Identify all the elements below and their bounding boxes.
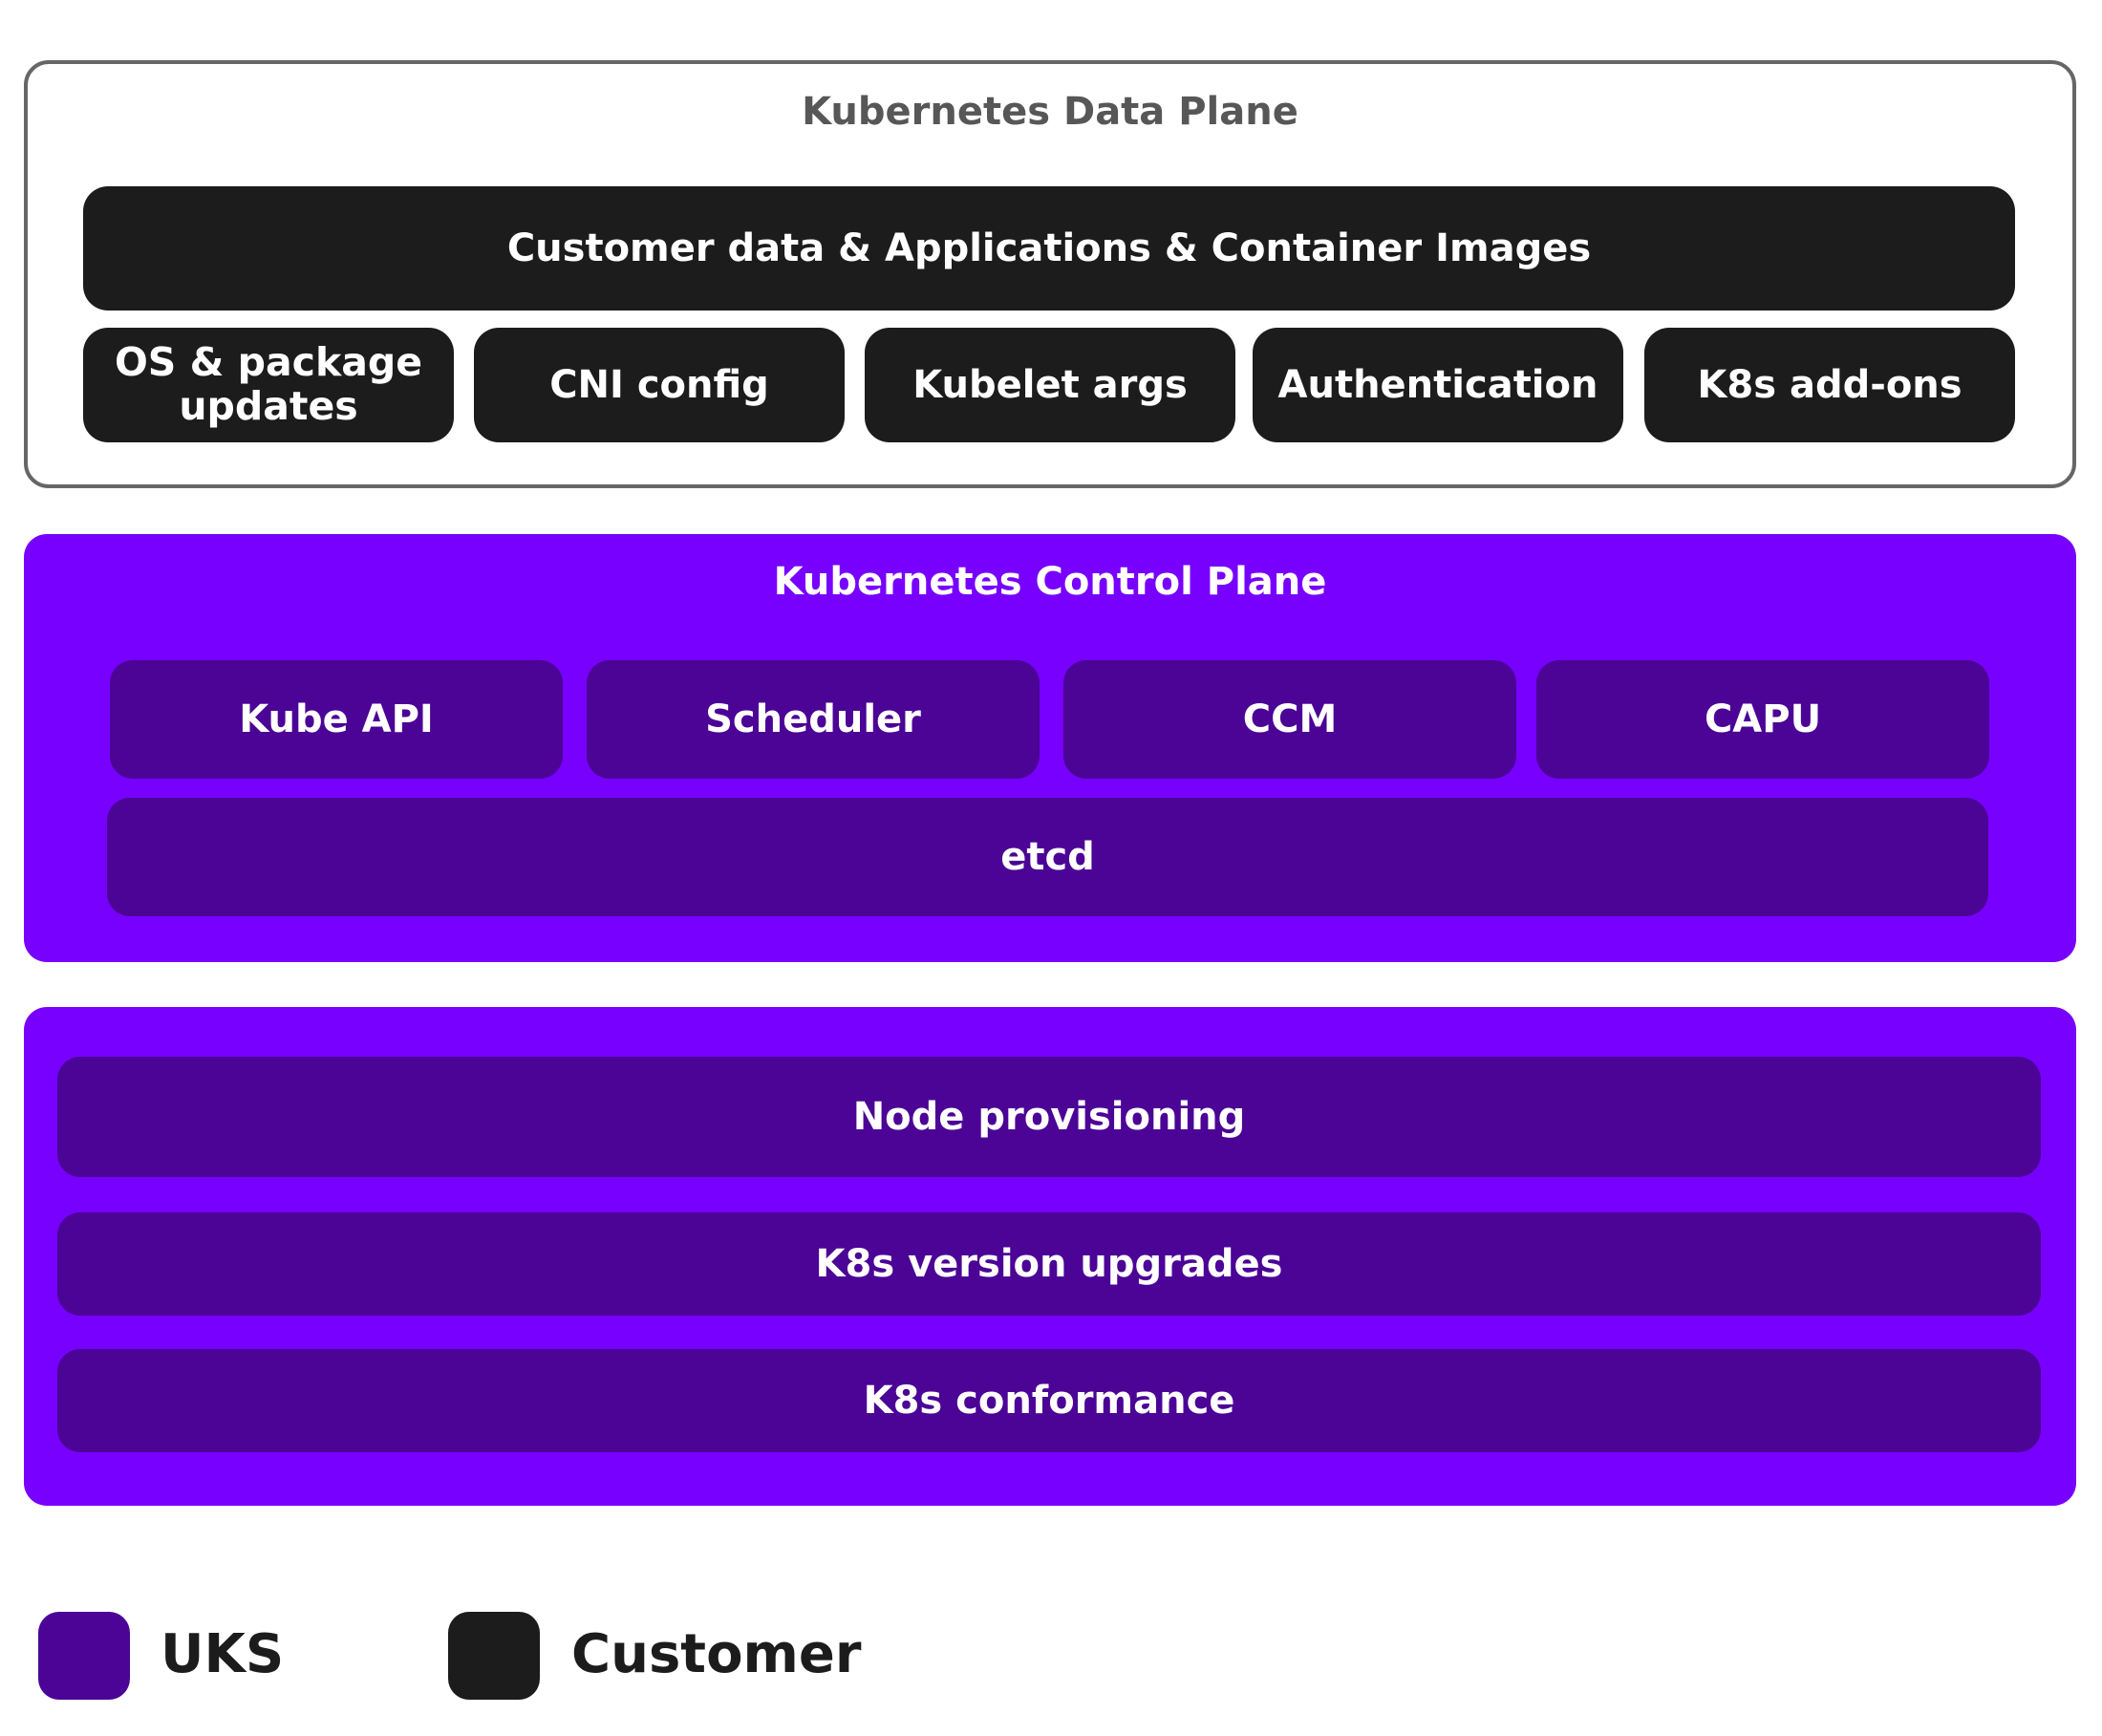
legend-uks-label: UKS <box>161 1623 285 1685</box>
control-plane-panel: Kubernetes Control Plane Kube API Schedu… <box>24 534 2076 962</box>
cni-config-box: CNI config <box>474 328 845 442</box>
node-provisioning-box: Node provisioning <box>57 1057 2041 1177</box>
operations-panel: Node provisioning K8s version upgrades K… <box>24 1007 2076 1506</box>
data-plane-title: Kubernetes Data Plane <box>802 90 1298 134</box>
os-package-updates-box: OS & package updates <box>83 328 454 442</box>
control-plane-title: Kubernetes Control Plane <box>773 560 1327 604</box>
capu-box: CAPU <box>1536 660 1989 779</box>
kube-api-box: Kube API <box>110 660 563 779</box>
kubelet-args-box: Kubelet args <box>865 328 1235 442</box>
etcd-box: etcd <box>107 798 1988 916</box>
legend-uks-swatch <box>38 1612 130 1700</box>
ccm-box: CCM <box>1063 660 1516 779</box>
k8s-addons-box: K8s add-ons <box>1644 328 2015 442</box>
legend-customer-swatch <box>448 1612 540 1700</box>
k8s-conformance-box: K8s conformance <box>57 1349 2041 1452</box>
data-plane-panel: Kubernetes Data Plane Customer data & Ap… <box>24 60 2076 488</box>
customer-data-box: Customer data & Applications & Container… <box>83 186 2015 311</box>
legend-customer-label: Customer <box>571 1623 862 1685</box>
k8s-version-upgrades-box: K8s version upgrades <box>57 1212 2041 1316</box>
scheduler-box: Scheduler <box>587 660 1040 779</box>
authentication-box: Authentication <box>1253 328 1623 442</box>
